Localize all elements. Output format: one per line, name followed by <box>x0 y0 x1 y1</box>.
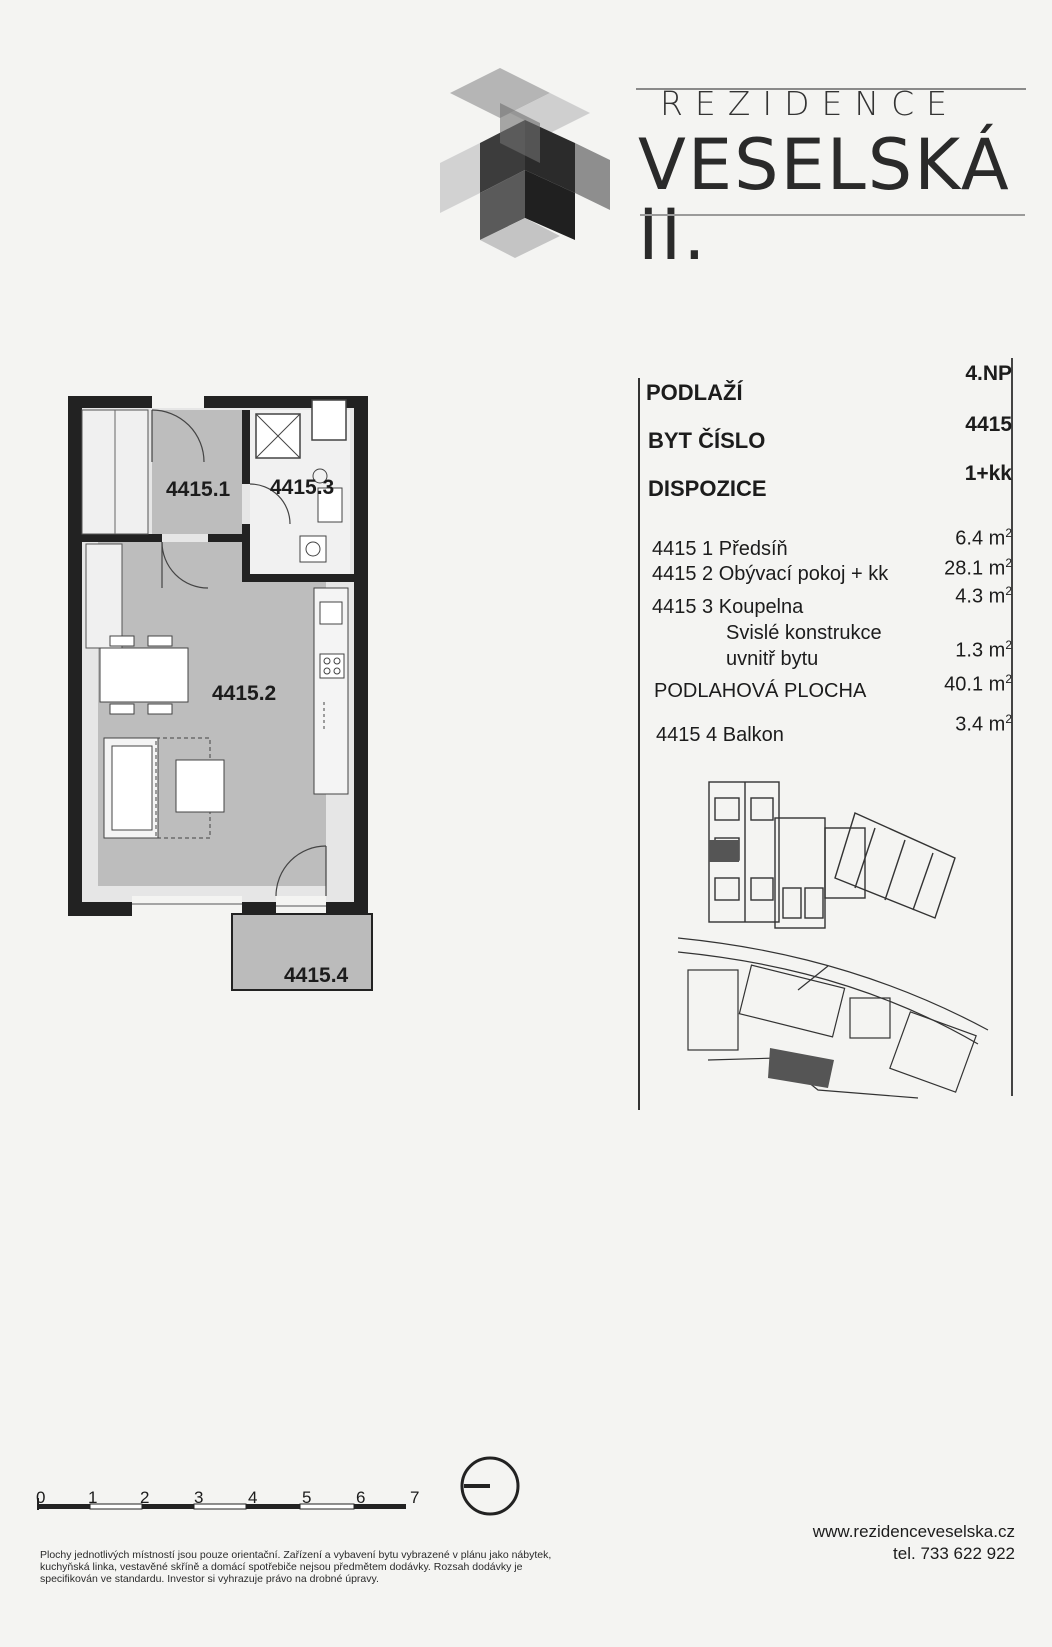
room-area: 6.4 m2 <box>955 526 1012 550</box>
room-area: 3.4 m2 <box>955 712 1012 736</box>
info-panel-left-border <box>638 378 640 1110</box>
floor-plan <box>62 392 392 1032</box>
scale-tick: 7 <box>410 1488 420 1507</box>
brand-divider-top <box>636 88 1026 90</box>
unit-number-label: BYT ČÍSLO <box>648 428 766 453</box>
info-panel-right-border <box>1011 358 1013 1096</box>
layout-label: DISPOZICE <box>648 476 767 501</box>
scale-tick: 2 <box>140 1488 150 1507</box>
room-label-living: 4415.2 <box>212 682 277 705</box>
room-label-balcony: 4415.4 <box>284 964 349 987</box>
room-name: uvnitř bytu <box>726 648 819 670</box>
site-plan <box>678 937 989 1099</box>
room-name: 4415 4 Balkon <box>656 724 784 746</box>
room-name: Svislé konstrukce <box>726 622 882 644</box>
total-floor-area-label: PODLAHOVÁ PLOCHA <box>654 680 867 702</box>
floor-value: 4.NP <box>965 362 1012 385</box>
room-area: 28.1 m2 <box>944 556 1012 580</box>
room-area: 4.3 m2 <box>955 584 1012 608</box>
scale-tick: 3 <box>194 1488 204 1507</box>
building-key-plan <box>708 781 956 929</box>
north-arrow-icon <box>460 1456 520 1516</box>
veselska-logo-icon <box>440 68 610 258</box>
website-link[interactable]: www.rezidenceveselska.cz <box>812 1522 1015 1541</box>
total-floor-area-value: 40.1 m2 <box>944 672 1012 696</box>
room-label-hall: 4415.1 <box>166 478 231 501</box>
scale-tick: 4 <box>248 1488 258 1507</box>
scale-tick: 6 <box>356 1488 366 1507</box>
floor-label: PODLAŽÍ <box>646 380 743 405</box>
layout-value: 1+kk <box>964 462 1012 485</box>
room-name: 4415 2 Obývací pokoj + kk <box>652 563 889 585</box>
unit-number-value: 4415 <box>965 413 1012 436</box>
scale-tick: 0 <box>36 1488 46 1507</box>
room-name: 4415 1 Předsíň <box>652 538 788 560</box>
room-area: 1.3 m2 <box>955 638 1012 662</box>
room-name: 4415 3 Koupelna <box>652 596 804 618</box>
brand-name-small: REZIDENCE <box>660 84 959 123</box>
scale-tick: 5 <box>302 1488 312 1507</box>
brand-divider-bottom <box>640 214 1025 216</box>
scale-bar <box>37 1498 406 1510</box>
brand-name-big: VESELSKÁ II. <box>638 124 1011 276</box>
scale-tick: 1 <box>88 1488 98 1507</box>
room-label-bath: 4415.3 <box>270 476 335 499</box>
disclaimer-note: Plochy jednotlivých místností jsou pouze… <box>40 1549 552 1585</box>
phone-number: tel. 733 622 922 <box>893 1544 1015 1563</box>
